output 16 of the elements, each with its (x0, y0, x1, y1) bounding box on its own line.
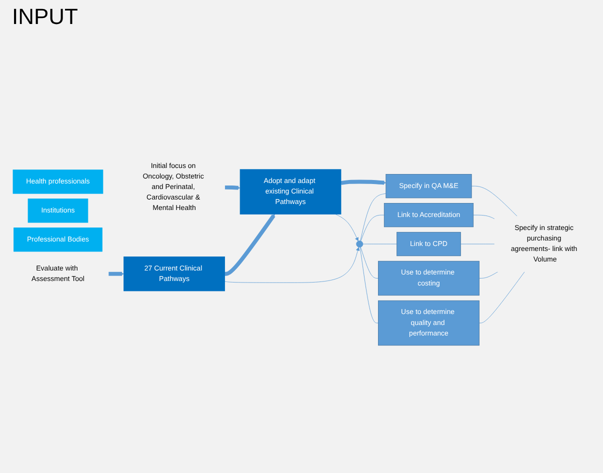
arrow (108, 271, 124, 276)
connector (360, 192, 386, 241)
arrow (340, 179, 386, 185)
connector (360, 246, 378, 278)
connector (460, 243, 495, 244)
connector (362, 243, 398, 244)
connector (478, 270, 498, 278)
arrow (224, 214, 276, 276)
arrow (224, 185, 240, 190)
connector (360, 246, 378, 323)
connector (473, 214, 495, 219)
node-circle (356, 240, 364, 248)
section-heading: INPUT (12, 4, 79, 30)
connector (360, 214, 384, 241)
connector (471, 185, 518, 216)
connector (478, 270, 525, 323)
